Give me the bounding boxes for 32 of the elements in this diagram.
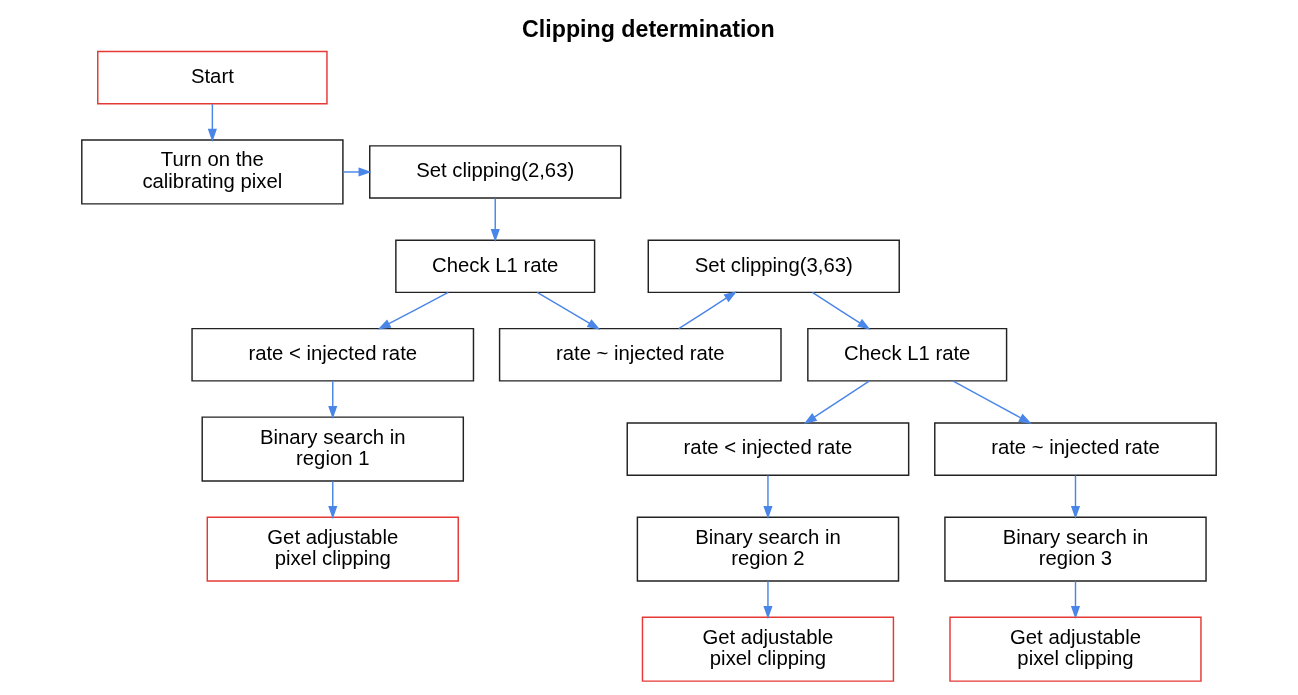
arrow bbox=[377, 291, 449, 330]
arrow bbox=[490, 197, 500, 243]
node-box: Check L1 rate bbox=[395, 239, 596, 294]
arrow bbox=[811, 291, 871, 330]
node-box: rate < injected rate bbox=[626, 422, 910, 476]
node-box: Get adjustable pixel clipping bbox=[949, 616, 1202, 682]
node-box: Turn on the calibrating pixel bbox=[81, 139, 344, 205]
node-box: Get adjustable pixel clipping bbox=[641, 616, 895, 682]
node-box: Binary search in region 2 bbox=[636, 516, 900, 582]
arrow bbox=[763, 580, 773, 620]
node-box: rate < injected rate bbox=[191, 327, 475, 382]
arrow bbox=[763, 474, 773, 520]
arrow bbox=[328, 480, 338, 519]
node-box: rate ~ injected rate bbox=[498, 327, 782, 382]
arrow bbox=[328, 380, 338, 419]
arrow bbox=[952, 380, 1032, 424]
node-box: rate ~ injected rate bbox=[934, 422, 1217, 476]
node-box: Set clipping(2,63) bbox=[369, 145, 622, 199]
arrow bbox=[678, 291, 737, 330]
arrow bbox=[803, 380, 871, 425]
node-box: Binary search in region 3 bbox=[944, 516, 1207, 582]
diagram-title: Clipping determination bbox=[522, 15, 775, 42]
arrow bbox=[536, 291, 601, 330]
node-box: Get adjustable pixel clipping bbox=[206, 516, 459, 582]
arrow bbox=[342, 167, 372, 177]
arrow bbox=[207, 103, 217, 142]
node-box: Start bbox=[97, 50, 328, 105]
node-box: Set clipping(3,63) bbox=[647, 239, 900, 294]
node-box: Binary search in region 1 bbox=[201, 416, 465, 482]
node-box: Check L1 rate bbox=[807, 327, 1008, 382]
arrow bbox=[1070, 580, 1081, 620]
arrow bbox=[1070, 474, 1081, 520]
